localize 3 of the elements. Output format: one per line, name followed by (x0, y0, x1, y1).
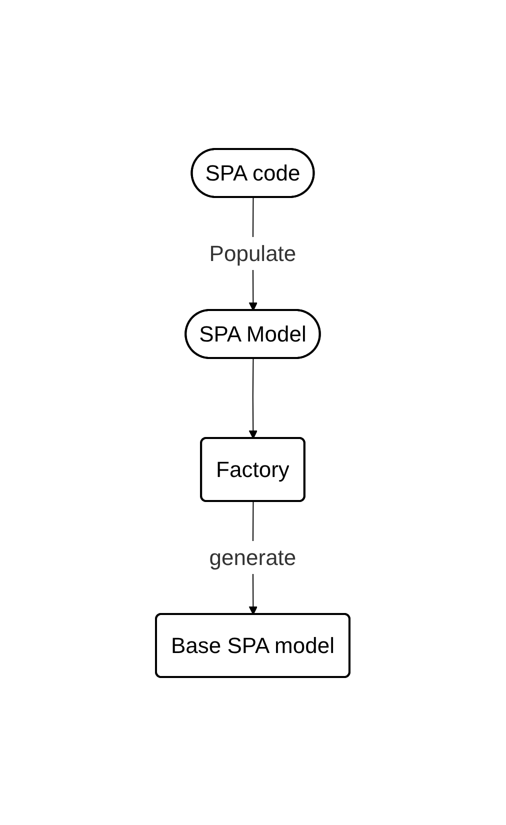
edge-label: Populate (210, 240, 296, 266)
arrow (249, 358, 258, 438)
edge-label: generate (210, 544, 296, 570)
